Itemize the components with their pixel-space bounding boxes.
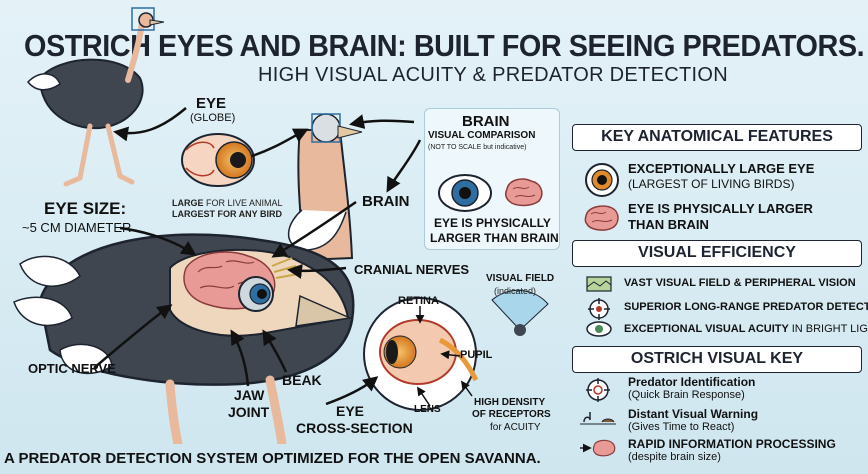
label-eye-cs-2: CROSS-SECTION	[296, 420, 413, 436]
brain-processing-icon	[580, 439, 616, 457]
landscape-icon	[586, 276, 612, 292]
label-jaw: JAW	[234, 387, 265, 403]
eye-cross-section-illustration	[363, 297, 479, 411]
label-not-to-scale: (NOT TO SCALE but indicative)	[428, 144, 527, 151]
label-eye-size-value: ~5 CM DIAMETER	[22, 220, 132, 235]
cross-section-pointers	[415, 306, 473, 407]
label-brain-mid: BRAIN	[362, 193, 410, 210]
label-brain-top: BRAIN	[462, 113, 510, 130]
key-rapid-processing: RAPID INFORMATION PROCESSING	[628, 437, 836, 451]
eye-icon	[585, 163, 619, 197]
visual-field-illustration	[491, 289, 549, 336]
label-visual-comparison: VISUAL COMPARISON	[428, 130, 536, 141]
label-high-density-2: OF RECEPTORS	[472, 409, 551, 420]
label-cranial-nerves: CRANIAL NERVES	[354, 262, 470, 277]
key-distant-warning-sub: (Gives Time to React)	[628, 421, 735, 433]
visual-comparison-box	[424, 108, 560, 250]
label-high-density-3: for ACUITY	[490, 422, 541, 433]
label-high-density-1: HIGH DENSITY	[474, 397, 546, 408]
label-beak: BEAK	[282, 372, 322, 388]
ostrich-predator-icon	[580, 412, 616, 425]
key-predator-identification-sub: (Quick Brain Response)	[628, 389, 745, 401]
efficiency-acuity-rest: IN BRIGHT LIGHT	[791, 323, 868, 335]
crosshair-icon	[588, 298, 610, 320]
comparison-brain-icon	[504, 178, 543, 207]
comparison-icons	[438, 174, 543, 212]
label-retina: RETINA	[398, 295, 439, 307]
label-eye-larger-1: EYE IS PHYSICALLY	[434, 216, 551, 230]
illustration	[13, 7, 549, 444]
feature-eye-larger: EYE IS PHYSICALLY LARGER	[628, 201, 813, 216]
label-joint: JOINT	[228, 404, 270, 420]
label-eye-larger-2: LARGER THAN BRAIN	[430, 231, 559, 245]
label-for-live-animal: FOR LIVE ANIMAL	[206, 198, 283, 208]
label-globe: (GLOBE)	[190, 112, 236, 124]
label-large-bold: LARGE	[172, 198, 204, 208]
label-lens: LENS	[414, 404, 441, 415]
key-rapid-processing-sub: (despite brain size)	[628, 451, 721, 463]
feature-eye-larger-2: THAN BRAIN	[628, 217, 709, 232]
label-optic-nerve: OPTIC NERVE	[28, 361, 116, 376]
eye-globe-illustration	[181, 133, 255, 187]
label-largest-any-bird: LARGEST FOR ANY BIRD	[172, 209, 283, 219]
label-large-for-live: LARGE FOR LIVE ANIMAL	[172, 198, 283, 208]
label-pupil: PUPIL	[460, 349, 493, 361]
heading-visual-efficiency: VISUAL EFFICIENCY	[572, 240, 862, 267]
feature-large-eye-sub: (LARGEST OF LIVING BIRDS)	[628, 177, 795, 191]
crosshair-icon	[586, 378, 610, 402]
key-distant-warning: Distant Visual Warning	[628, 407, 759, 421]
feature-large-eye: EXCEPTIONALLY LARGE EYE	[628, 161, 815, 176]
heading-key-features: KEY ANATOMICAL FEATURES	[572, 124, 862, 151]
small-ostrich-illustration	[26, 7, 165, 187]
label-eye-size: EYE SIZE:	[44, 199, 127, 218]
efficiency-acuity-bold: EXCEPTIONAL VISUAL ACUITY	[624, 323, 789, 335]
page-title: OSTRICH EYES AND BRAIN: BUILT FOR SEEING…	[24, 28, 865, 63]
page-subtitle: HIGH VISUAL ACUITY & PREDATOR DETECTION	[258, 64, 728, 86]
efficiency-acuity: EXCEPTIONAL VISUAL ACUITY IN BRIGHT LIGH…	[624, 323, 868, 336]
key-predator-identification: Predator Identification	[628, 375, 756, 389]
label-visual-field: VISUAL FIELD	[486, 273, 555, 284]
key-panel: KEY ANATOMICAL FEATURES EXCEPTIONALLY LA…	[566, 118, 868, 463]
efficiency-visual-field: VAST VISUAL FIELD & PERIPHERAL VISION	[624, 277, 856, 289]
label-eye-cs-1: EYE	[336, 403, 365, 419]
heading-visual-key: OSTRICH VISUAL KEY	[572, 346, 862, 373]
comparison-eye-icon	[438, 174, 492, 212]
label-visual-field-sub: (indicated)	[494, 286, 537, 296]
annotation-arrows	[93, 107, 422, 406]
eye-icon	[586, 321, 612, 337]
efficiency-long-range: SUPERIOR LONG-RANGE PREDATOR DETECTION	[624, 301, 868, 313]
label-eye: EYE	[196, 95, 227, 112]
footer-caption: A PREDATOR DETECTION SYSTEM OPTIMIZED FO…	[4, 450, 541, 467]
brain-icon	[584, 205, 619, 231]
